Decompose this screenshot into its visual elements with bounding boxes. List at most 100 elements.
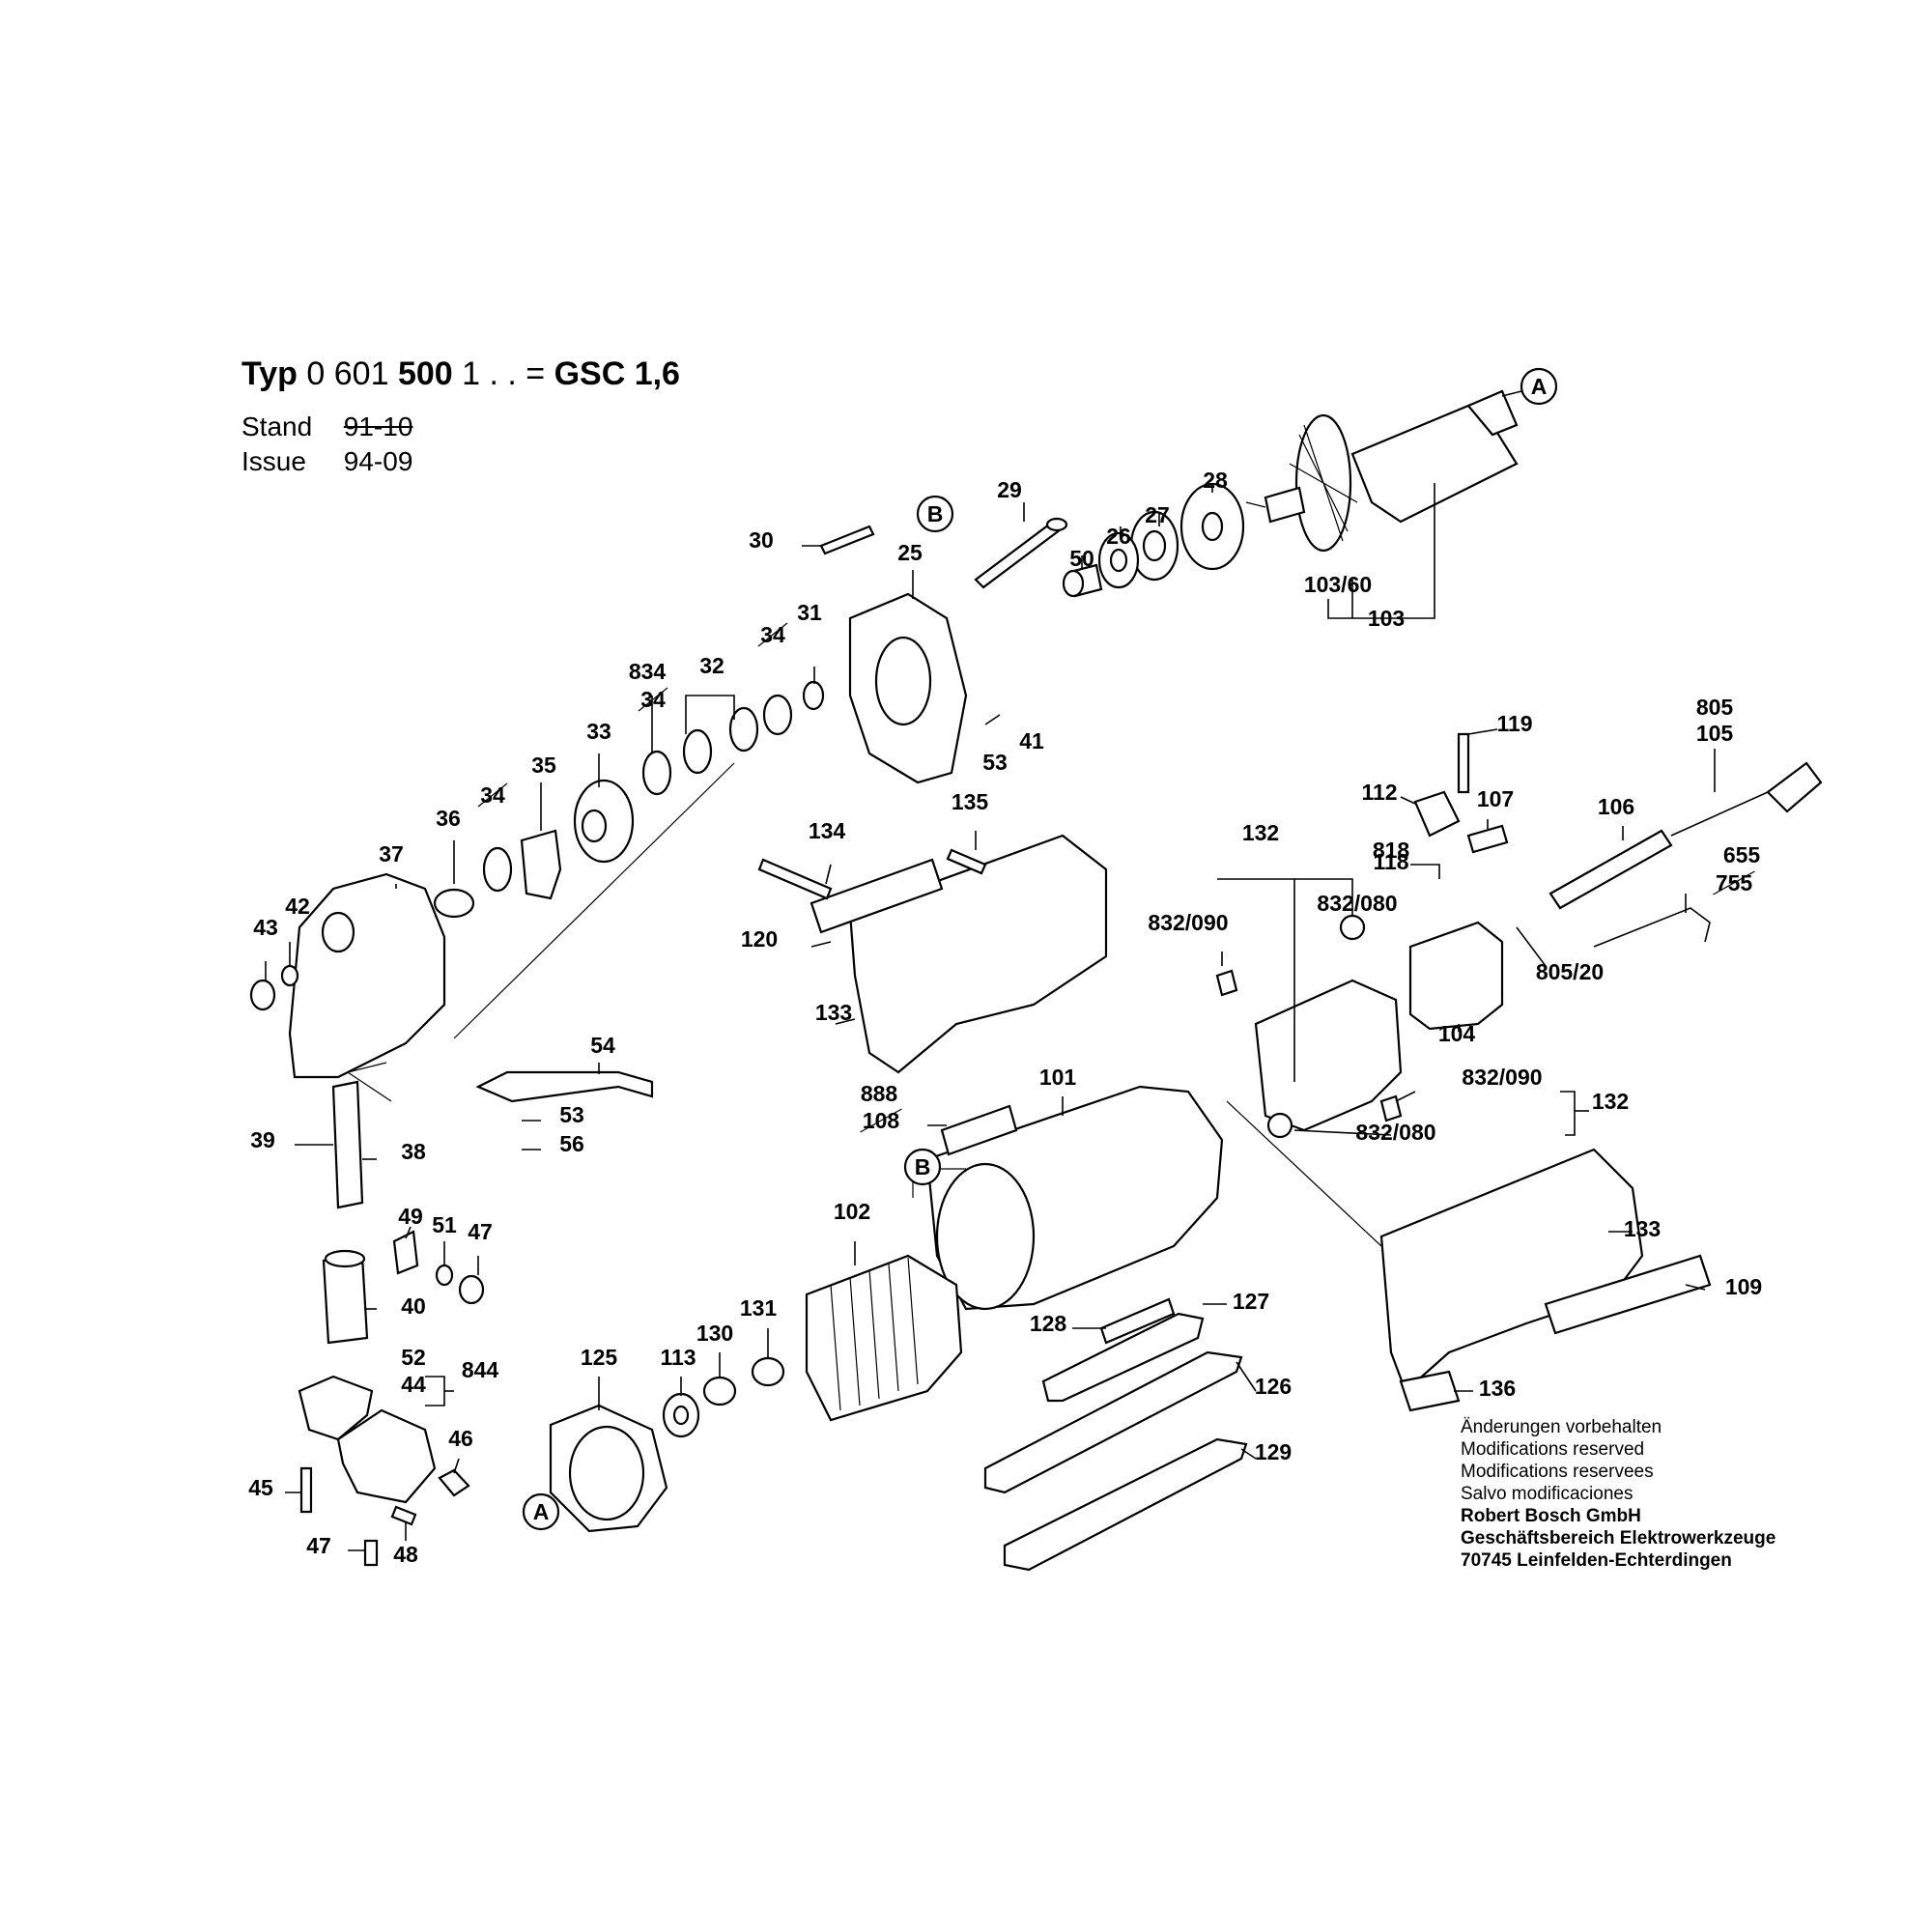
screw-48-part [390,1505,417,1526]
rail-part [475,1070,654,1103]
typ-number-post: 1 . . = [462,355,546,392]
part-label-54: 54 [590,1033,615,1058]
gear-cover-part [288,872,446,1079]
die-holder-part [336,1408,437,1504]
brush-holder-part [1254,979,1403,1132]
part-label-832-090: 832/090 [1148,910,1228,935]
plug-105-part [1766,761,1823,813]
callout-a-bottom: A [522,1492,560,1531]
spring-128-part [1099,1297,1176,1345]
part-label-128: 128 [1030,1311,1067,1336]
screw-part [819,525,875,555]
issue-value: 94-09 [343,446,413,476]
part-label-127: 127 [1233,1289,1269,1314]
callout-b-bottom-label: B [915,1154,931,1179]
callout-b-bottom: B [903,1148,942,1186]
note-line-1: Änderungen vorbehalten [1461,1417,1662,1437]
part-label-126: 126 [1255,1374,1292,1399]
notes-block: Änderungen vorbehalten Modifications res… [1461,1416,1776,1572]
part-label-56: 56 [559,1131,584,1156]
part-label-26: 26 [1106,524,1131,549]
part-107 [1466,824,1509,854]
company-address: 70745 Leinfelden-Echterdingen [1461,1550,1732,1571]
part-label-36: 36 [436,806,461,831]
carbon-brush-upper [1215,969,1238,997]
part-label-134: 134 [809,818,846,843]
part-label-113: 113 [660,1345,696,1370]
part-label-107: 107 [1477,786,1514,811]
part-label-136: 136 [1479,1376,1516,1401]
part-label-39: 39 [250,1127,275,1152]
leader-lines [265,483,1716,1551]
part-label-106: 106 [1598,794,1634,819]
screw-47-part [363,1539,379,1567]
part-label-105: 105 [1696,721,1734,746]
part-label-25: 25 [897,540,923,565]
bolt-part [974,520,1063,589]
part-label-844: 844 [462,1357,499,1382]
issue-row: Issue 94-09 [242,446,412,477]
part-label-48: 48 [393,1542,418,1567]
screw-119-part [1457,732,1470,794]
part-label-109: 109 [1725,1274,1762,1299]
bearing-flange-bore [874,636,932,726]
part-label-103-60: 103/60 [1304,572,1372,597]
part-label-45: 45 [248,1475,273,1500]
circlip-part [280,964,299,987]
screw-45-part [299,1466,313,1514]
guide-tube-top [324,1249,366,1268]
part-label-131: 131 [740,1295,778,1321]
model-name: GSC 1,6 [554,355,680,392]
strike-mark [477,782,508,808]
issue-label: Issue [242,446,306,476]
callout-b-top: B [916,495,954,533]
part-label-33: 33 [586,719,611,744]
part-label-40: 40 [401,1293,426,1319]
typ-number-pre: 0 601 [306,355,389,392]
nut-part [249,979,276,1011]
part-label-35: 35 [531,753,556,778]
strike-mark [860,1108,902,1133]
part-label-50: 50 [1069,546,1094,571]
part-label-101: 101 [1039,1065,1077,1090]
part-label-28: 28 [1203,468,1228,493]
capacitor-112-part [1413,790,1461,838]
part-label-130: 130 [696,1321,733,1346]
part-label-120: 120 [741,926,778,952]
part-label-41: 41 [1019,728,1044,753]
part-label-31: 31 [797,600,822,625]
switch-104-part [1408,921,1504,1031]
screw-135-part [946,848,987,875]
motor-housing-opening [935,1162,1036,1311]
part-label-46: 46 [448,1426,473,1451]
part-label-888: 888 [861,1081,898,1106]
fan-baffle-ring [568,1425,645,1521]
part-label-30: 30 [749,527,774,553]
ring-130-part [702,1376,737,1406]
gear-cover-hole [321,911,355,953]
part-label-49: 49 [398,1204,423,1229]
slider-part [438,1468,470,1497]
brush-spring-lower [1266,1112,1293,1139]
company-division: Geschäftsbereich Elektrowerkzeuge [1461,1528,1776,1548]
strike-mark [638,687,668,712]
stand-row: Stand 91-10 [242,412,412,442]
part-label-655: 655 [1723,842,1761,867]
part-label-42: 42 [285,894,310,919]
stand-label: Stand [242,412,313,441]
label-120-part [810,858,944,934]
part-label-112: 112 [1361,780,1397,805]
part-label-53: 53 [982,750,1008,775]
company-name: Robert Bosch GmbH [1461,1506,1641,1526]
die-part [298,1375,374,1441]
part-label-129: 129 [1255,1439,1292,1464]
guide-tube-part [322,1254,369,1345]
part-label-805-20: 805/20 [1536,959,1604,984]
housing-cover-right-part [1379,1148,1644,1393]
part-label-132: 132 [1242,820,1279,845]
part-label-818: 818 [1373,838,1410,863]
part-label-38: 38 [401,1139,426,1164]
part-136 [1399,1370,1461,1412]
